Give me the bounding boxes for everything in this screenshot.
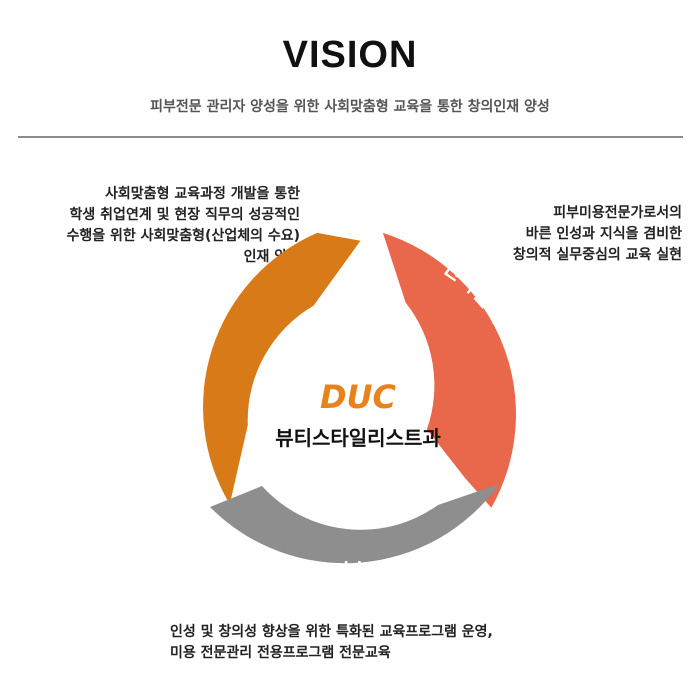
- department-name: 뷰티스타일리스트과: [275, 426, 441, 450]
- social-custom-description: 사회맞춤형 교육과정 개발을 통한 학생 취업연계 및 현장 직무의 성공적인 …: [0, 184, 301, 268]
- description-line: 바른 인성과 지식을 겸비한: [525, 226, 682, 242]
- description-line: 인성 및 창의성 향상을 위한 특화된 교육프로그램 운영,: [170, 624, 493, 640]
- description-line: 학생 취업연계 및 현장 직무의 성공적인: [69, 207, 300, 223]
- duc-logo: DUC: [320, 378, 397, 416]
- segment-social-custom: [203, 232, 361, 505]
- description-line: 피부미용전문가로서의: [553, 205, 682, 221]
- industry-education-description: 피부미용전문가로서의 바른 인성과 지식을 겸비한 창의적 실무중심의 교육 실…: [400, 203, 682, 266]
- it-convergence-description: 인성 및 창의성 향상을 위한 특화된 교육프로그램 운영, 미용 전문관리 전…: [170, 622, 600, 664]
- description-line: 수행을 위한 사회맞춤형(산업체의 수요): [66, 228, 301, 244]
- segment-it-convergence-label: IT기술융합: [308, 560, 407, 584]
- description-line: 미용 전문관리 전용프로그램 전문교육: [170, 645, 391, 661]
- divider: [18, 136, 683, 138]
- description-line: 사회맞춤형 교육과정 개발을 통한: [105, 186, 300, 202]
- segment-industry-education: [382, 232, 516, 508]
- segment-it-convergence: [210, 484, 500, 564]
- vision-subtitle: 피부전문 관리자 양성을 위한 사회맞춤형 교육을 통한 창의인재 양성: [150, 99, 550, 115]
- description-line: 창의적 실무중심의 교육 실현: [512, 247, 682, 263]
- page-title: VISION: [282, 34, 418, 76]
